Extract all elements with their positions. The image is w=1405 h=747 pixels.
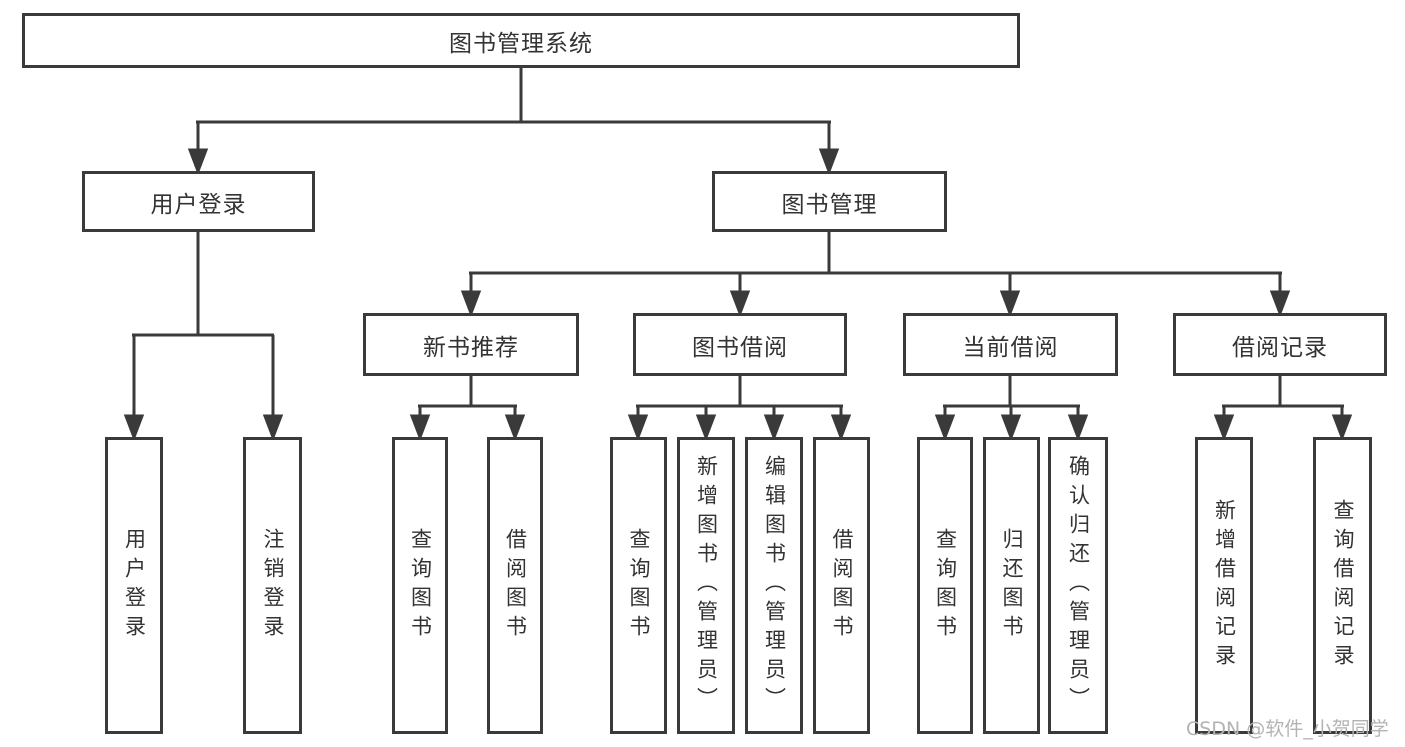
leaf-add-books-admin: 新增图书（管理员） (677, 437, 735, 734)
leaf-recommend-query-books: 查询图书 (392, 437, 448, 734)
node-new-book-recommend: 新书推荐 (363, 313, 579, 376)
leaf-user-login-label: 用户登录 (122, 527, 147, 644)
leaf-borrowing-query-books-label: 查询图书 (627, 527, 651, 644)
leaf-confirm-return-admin: 确认归还（管理员） (1048, 437, 1108, 734)
leaf-current-query-books-label: 查询图书 (933, 527, 958, 644)
node-library-system: 图书管理系统 (22, 13, 1020, 68)
node-user-login: 用户登录 (82, 171, 315, 232)
leaf-query-borrow-record: 查询借阅记录 (1313, 437, 1372, 734)
node-book-borrowing-label: 图书借阅 (692, 334, 788, 361)
leaf-edit-books-admin-label: 编辑图书（管理员） (762, 455, 787, 716)
leaf-borrowing-borrow-books-label: 借阅图书 (830, 527, 854, 644)
leaf-borrowing-borrow-books: 借阅图书 (813, 437, 870, 734)
node-book-management-label: 图书管理 (781, 191, 878, 218)
leaf-logout-label: 注销登录 (261, 527, 285, 644)
leaf-return-books-label: 归还图书 (1000, 527, 1024, 644)
leaf-borrowing-query-books: 查询图书 (610, 437, 667, 734)
node-current-borrowing: 当前借阅 (903, 313, 1118, 376)
node-book-management: 图书管理 (712, 171, 947, 232)
leaf-edit-books-admin: 编辑图书（管理员） (745, 437, 803, 734)
node-borrowing-records-label: 借阅记录 (1232, 334, 1328, 361)
leaf-logout: 注销登录 (243, 437, 302, 734)
leaf-return-books: 归还图书 (983, 437, 1040, 734)
leaf-current-query-books: 查询图书 (917, 437, 973, 734)
node-borrowing-records: 借阅记录 (1173, 313, 1387, 376)
leaf-confirm-return-admin-label: 确认归还（管理员） (1066, 455, 1091, 716)
leaf-add-borrow-record-label: 新增借阅记录 (1212, 498, 1237, 673)
leaf-user-login: 用户登录 (105, 437, 163, 734)
node-book-borrowing: 图书借阅 (633, 313, 847, 376)
node-new-book-recommend-label: 新书推荐 (423, 334, 519, 361)
leaf-add-borrow-record: 新增借阅记录 (1195, 437, 1253, 734)
node-current-borrowing-label: 当前借阅 (962, 334, 1059, 361)
leaf-recommend-borrow-books: 借阅图书 (487, 437, 543, 734)
node-library-system-label: 图书管理系统 (449, 30, 593, 57)
leaf-query-borrow-record-label: 查询借阅记录 (1331, 498, 1355, 673)
leaf-recommend-borrow-books-label: 借阅图书 (503, 527, 528, 644)
leaf-recommend-query-books-label: 查询图书 (408, 527, 433, 644)
leaf-add-books-admin-label: 新增图书（管理员） (694, 455, 719, 716)
csdn-watermark: CSDN @软件_小贺同学 (1186, 718, 1389, 740)
node-user-login-label: 用户登录 (150, 191, 247, 218)
